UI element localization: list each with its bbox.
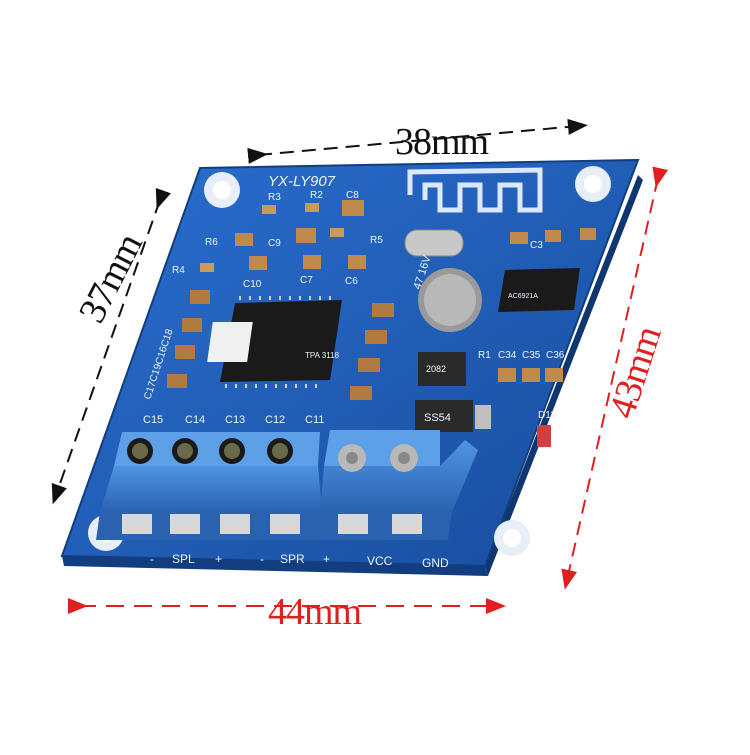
terminal-labels: - SPL + - SPR + VCC GND — [150, 552, 449, 570]
svg-text:C12: C12 — [265, 414, 285, 426]
svg-text:C8: C8 — [346, 190, 359, 201]
svg-text:-: - — [150, 552, 154, 566]
svg-text:VCC: VCC — [367, 554, 393, 568]
dim-line-left — [51, 187, 171, 505]
electrolytic-capacitor: 47 16V — [411, 253, 482, 332]
terminal-cap-labels: C15 C14 C13 C12 C11 — [143, 414, 324, 426]
right-smd-parts — [498, 228, 596, 447]
amp-chip: TPA 3118 — [207, 300, 342, 382]
speaker-terminal-block — [96, 432, 322, 540]
svg-text:C36: C36 — [546, 350, 565, 361]
svg-text:TPA 3118: TPA 3118 — [305, 351, 340, 360]
svg-text:+: + — [323, 552, 330, 566]
inductor: 2082 — [418, 352, 466, 386]
crystal — [404, 229, 464, 257]
svg-text:C35: C35 — [522, 350, 541, 361]
dimension-label-bottom: 44mm — [268, 591, 362, 633]
svg-text:C7: C7 — [300, 275, 313, 286]
svg-text:C14: C14 — [185, 414, 205, 426]
power-terminal-block — [318, 430, 478, 540]
svg-text:SPL: SPL — [172, 552, 195, 566]
left-capacitor-column — [167, 290, 210, 388]
svg-text:-: - — [260, 552, 264, 566]
svg-text:2082: 2082 — [426, 364, 446, 374]
svg-text:C34: C34 — [498, 350, 517, 361]
antenna-trace — [407, 167, 543, 213]
svg-text:C10: C10 — [243, 279, 262, 290]
svg-text:C6: C6 — [345, 276, 358, 287]
dimension-label-top: 38mm — [395, 121, 489, 163]
mid-capacitor-column — [350, 303, 394, 400]
svg-text:C9: C9 — [268, 238, 281, 249]
dim-line-top — [247, 118, 588, 164]
svg-text:SPR: SPR — [280, 552, 305, 566]
svg-text:R6: R6 — [205, 237, 218, 248]
right-silkscreen: R1 C34 C35 C36 D11 C3 — [478, 240, 565, 421]
svg-text:R1: R1 — [478, 350, 491, 361]
model-label: YX-LY907 — [268, 173, 336, 190]
svg-text:GND: GND — [422, 556, 449, 570]
svg-text:R5: R5 — [370, 235, 383, 246]
silkscreen-labels: R3 R2 C8 R6 C9 R5 R4 C10 C7 C6 — [172, 190, 383, 290]
chip-pins — [225, 296, 331, 388]
svg-text:AC6921A: AC6921A — [508, 293, 538, 300]
svg-text:R4: R4 — [172, 265, 185, 276]
svg-text:D11: D11 — [538, 410, 556, 421]
bluetooth-chip: AC6921A — [498, 268, 580, 312]
svg-text:C11: C11 — [305, 414, 324, 426]
schottky-diode: SS54 — [415, 400, 491, 432]
svg-text:C3: C3 — [530, 240, 543, 251]
svg-text:R3: R3 — [268, 192, 281, 203]
svg-text:+: + — [215, 552, 222, 566]
smd-components — [200, 200, 366, 272]
svg-text:C13: C13 — [225, 414, 245, 426]
dim-line-right — [561, 166, 669, 590]
svg-text:R2: R2 — [310, 190, 323, 201]
svg-text:C15: C15 — [143, 414, 163, 426]
svg-text:SS54: SS54 — [424, 412, 451, 424]
